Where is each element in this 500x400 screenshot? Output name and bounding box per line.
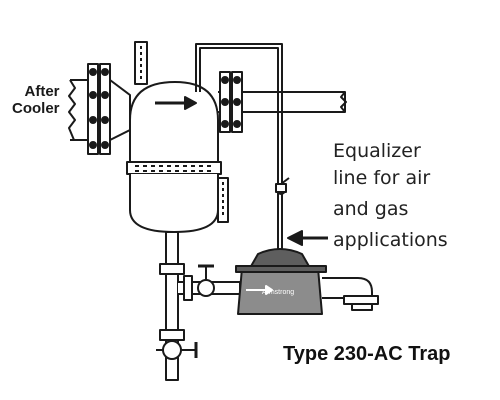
pipe-break-icon: [68, 79, 76, 141]
pipe-break-icon: [340, 91, 347, 113]
after-cooler-label: After Cooler: [12, 83, 60, 117]
after-cooler-line: After: [24, 83, 60, 100]
equalizer-label-line-2: line for air: [333, 167, 431, 189]
trap-body: [235, 248, 327, 315]
trap-brand-label: Armstrong: [262, 289, 294, 296]
drain-valve: [156, 340, 198, 360]
after-cooler-line: Cooler: [12, 100, 60, 117]
equalizer-line: [195, 43, 290, 260]
inlet-valve: [197, 264, 215, 297]
top-gauge: [134, 41, 148, 85]
inlet-flange: [87, 63, 111, 155]
equalizer-label-line-3: and gas: [333, 198, 409, 220]
pointer-arrow-icon: [287, 230, 328, 246]
equalizer-label-line-4: applications: [333, 229, 448, 251]
level-gauge: [217, 177, 229, 223]
equalizer-label-line-1: Equalizer: [333, 140, 421, 162]
trap-title: Type 230-AC Trap: [283, 343, 451, 365]
discharge-pipe: [322, 277, 379, 311]
flow-arrow-icon: [155, 96, 197, 110]
